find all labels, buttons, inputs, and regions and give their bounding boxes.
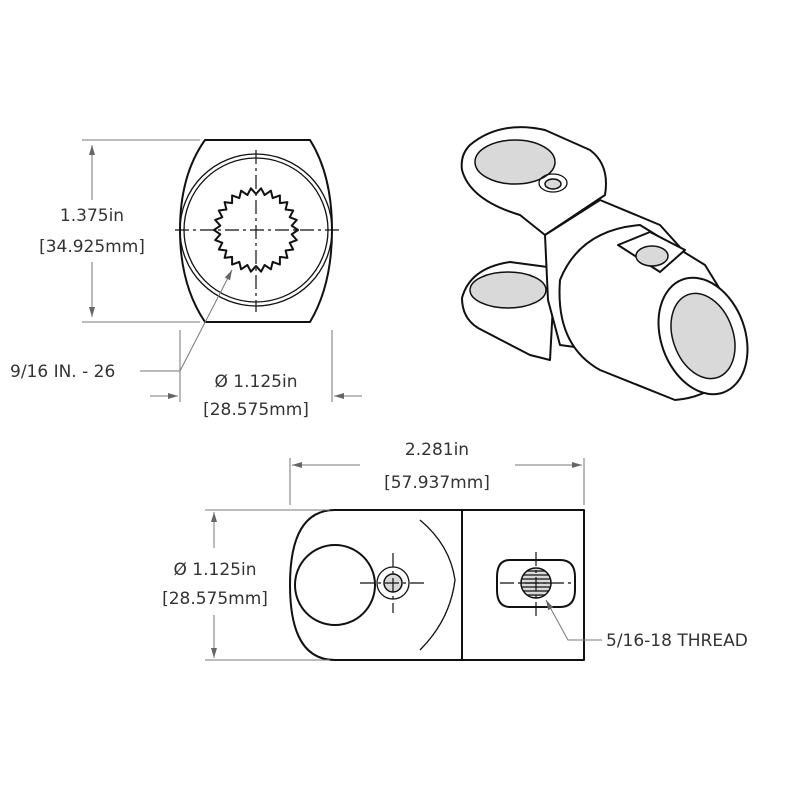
height-in-label: 1.375in — [60, 206, 124, 226]
upper-ear-bore — [474, 139, 556, 185]
front-diameter-mm-label: [28.575mm] — [203, 400, 309, 420]
spline-callout: 9/16 IN. - 26 — [10, 362, 115, 382]
top-diameter-mm-label: [28.575mm] — [162, 589, 268, 609]
thread-boss-hole — [635, 245, 669, 267]
length-in-label: 2.281in — [405, 440, 469, 460]
thread-leader — [545, 599, 602, 641]
cross-hole — [294, 544, 376, 626]
top-diameter-in-label: Ø 1.125in — [174, 560, 257, 580]
thread-callout: 5/16-18 THREAD — [606, 631, 748, 651]
isometric-view — [460, 126, 749, 401]
top-view: 2.281in [57.937mm] Ø 1.125in [28.575mm] … — [162, 440, 748, 661]
front-view: 1.375in [34.925mm] 9/16 IN. - 26 Ø 1.125… — [10, 139, 362, 420]
barrel-spline-bore — [670, 292, 736, 380]
length-mm-label: [57.937mm] — [384, 473, 490, 493]
height-mm-label: [34.925mm] — [39, 237, 145, 257]
set-screw-top-hole — [544, 178, 562, 190]
top-view-transition — [419, 519, 456, 651]
set-screw-top — [538, 173, 568, 193]
lower-ear-bore — [469, 271, 547, 309]
front-diameter-in-label: Ø 1.125in — [215, 372, 298, 392]
